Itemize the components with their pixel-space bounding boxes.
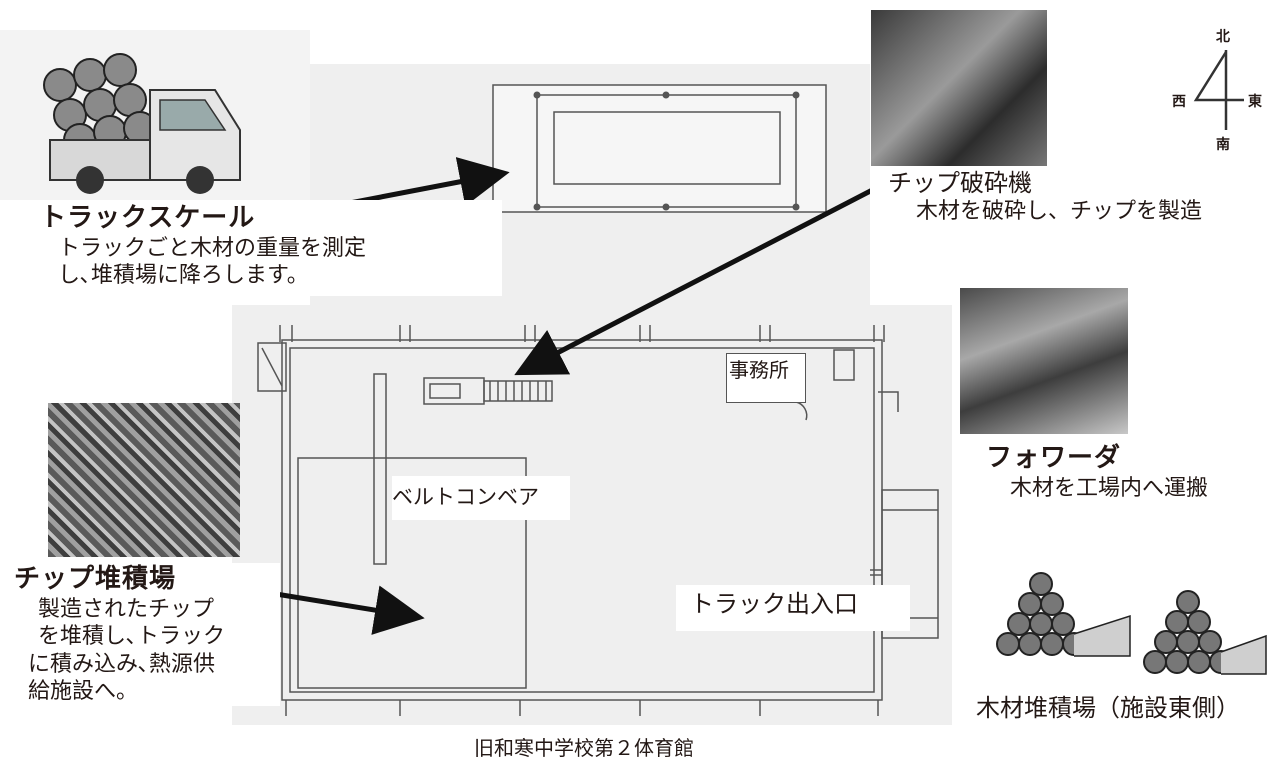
forwarder-title: フォワーダ [986,443,1122,473]
conveyor-label: ベルトコンベア [392,476,570,520]
timber-pile-illustration [980,566,1270,682]
chip-yard-desc-4: 給施設へ。 [28,679,139,704]
truck-scale-title: トラックスケール [40,203,256,233]
building-plan-panel [232,305,952,725]
chipper-photo [871,10,1047,166]
chipper-arrow [514,182,884,376]
truck-scale-desc-1: トラックごと木材の重量を測定 [58,235,367,261]
compass-east-label: 東 [1248,94,1262,110]
compass-west-label: 西 [1172,94,1186,110]
chip-yard-desc-3: に積み込み､熱源供 [28,651,216,677]
chipper-title: チップ破砕機 [888,169,1032,197]
chip-yard-title: チップ堆積場 [14,564,177,594]
forwarder-label: フォワーダ 木材を工場内へ運搬 [982,442,1268,502]
compass-rose [1193,50,1244,130]
truck-illustration [0,30,310,200]
chipper-desc: 木材を破砕し、チップを製造 [916,199,1203,224]
truck-gate-label: トラック出入口 [676,585,910,631]
truck-scale-label: トラックスケール トラックごと木材の重量を測定 し､堆積場に降ろします。 [24,200,502,296]
chip-yard-desc-2: を堆積し､トラック [38,624,226,649]
chip-yard-label: チップ堆積場 製造されたチップ を堆積し､トラック に積み込み､熱源供 給施設へ… [10,563,280,706]
chip-pile-photo [48,403,240,557]
building-name-label: 旧和寒中学校第２体育館 [474,736,694,761]
building-outline [257,325,939,716]
office-label: 事務所 [726,353,806,403]
forwarder-photo [960,288,1128,434]
chipper-label: チップ破砕機 木材を破砕し、チップを製造 [870,166,1266,232]
forwarder-desc: 木材を工場内へ運搬 [1010,475,1209,501]
timber-yard-label: 木材堆積場（施設東側） [976,693,1240,723]
compass-north-label: 北 [1216,29,1230,45]
compass-south-label: 南 [1216,137,1230,153]
truck-scale-desc-2: し､堆積場に降ろします。 [58,263,309,288]
chip-yard-desc-1: 製造されたチップ [38,596,215,622]
truck-scale-outline [492,84,827,213]
